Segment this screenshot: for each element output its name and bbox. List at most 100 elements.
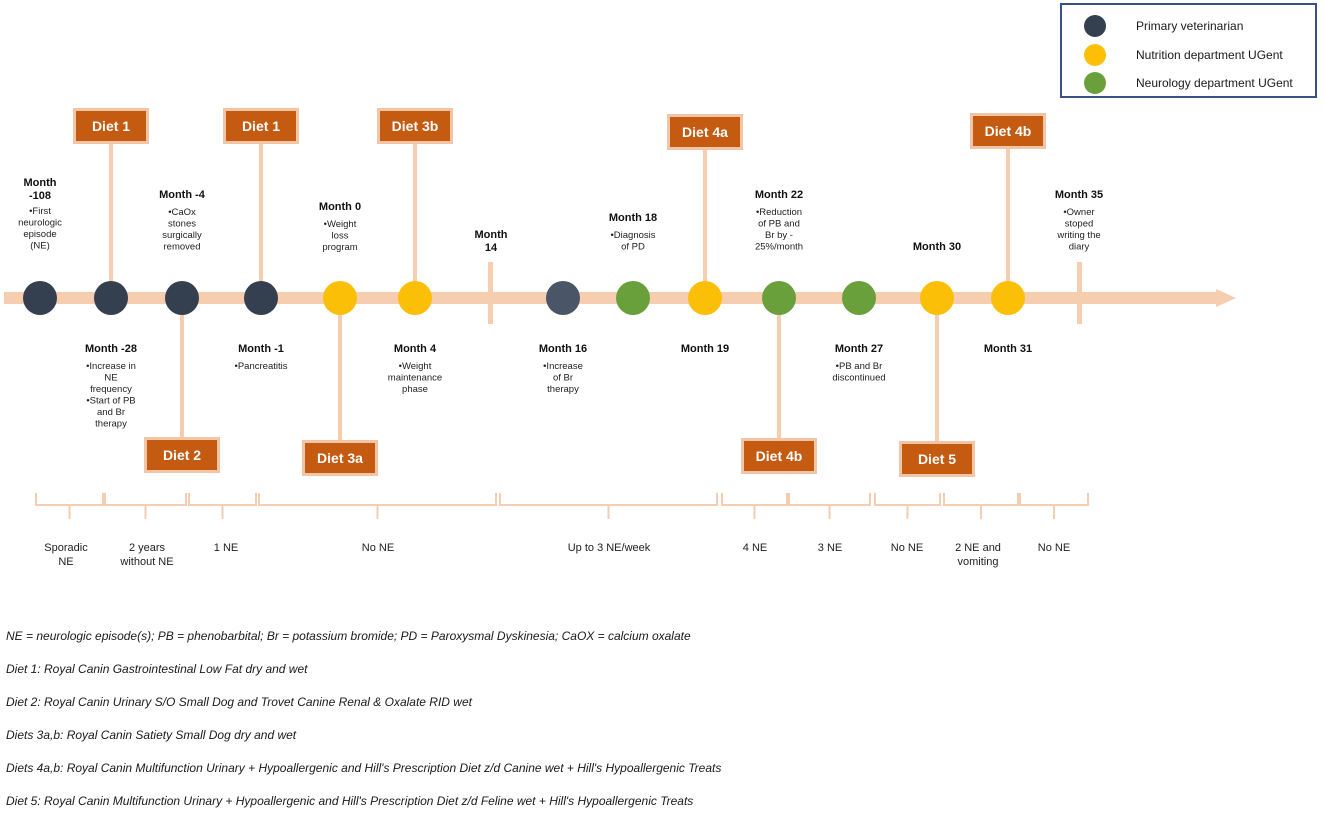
diet-label: Diet 4b: [985, 123, 1032, 139]
visit-dot-m-108: [23, 281, 57, 315]
diet-label: Diet 5: [918, 451, 956, 467]
event-month: Month 35: [1055, 189, 1103, 201]
event-note: •Start of PB: [86, 396, 135, 407]
period-label: 3 NE: [818, 542, 842, 554]
event-note: •Weight: [324, 219, 357, 230]
legend-label: Primary veterinarian: [1136, 19, 1244, 33]
footnote-abbreviations: NE = neurologic episode(s); PB = phenoba…: [6, 629, 691, 643]
legend-dot-neurology: [1084, 72, 1106, 94]
event-note: therapy: [95, 419, 127, 430]
event-month: Month -4: [159, 189, 206, 201]
period-brace: [1019, 493, 1089, 519]
event-month: Month 31: [984, 343, 1032, 355]
event-note: frequency: [90, 384, 132, 395]
event-month: Month 22: [755, 189, 803, 201]
period-label: without NE: [119, 556, 173, 568]
diet-box: [305, 443, 375, 473]
event-note: •Diagnosis: [610, 230, 655, 241]
diet-label: Diet 3b: [392, 118, 439, 134]
visit-dot-m22: [762, 281, 796, 315]
period-label: 2 years: [129, 542, 166, 554]
event-note: 25%/month: [755, 242, 803, 253]
diet-box: [902, 444, 972, 474]
event-month: Month 18: [609, 212, 657, 224]
legend-item-primary: Primary veterinarian: [1084, 14, 1243, 38]
event-month: Month 4: [394, 343, 437, 355]
period-brace: [499, 493, 718, 519]
footnote-diet-2: Diet 2: Royal Canin Urinary S/O Small Do…: [6, 695, 472, 709]
diet-connector: [777, 308, 781, 441]
diet-connector: [259, 141, 263, 288]
period-brace: [258, 493, 497, 519]
diet-connector: [338, 308, 342, 443]
visit-dot-m-4: [165, 281, 199, 315]
event-note: and Br: [97, 407, 125, 418]
diet-label: Diet 1: [92, 118, 130, 134]
event-note: writing the: [1056, 230, 1100, 241]
visit-dot-m4: [398, 281, 432, 315]
period-label: Up to 3 NE/week: [568, 542, 651, 554]
event-note: program: [322, 242, 357, 253]
tick-month-35: [1077, 262, 1082, 324]
diet-label: Diet 3a: [317, 450, 363, 466]
period-brace: [874, 493, 941, 519]
diet-box: [670, 117, 740, 147]
event-note: neurologic: [18, 218, 62, 229]
visit-dot-m0: [323, 281, 357, 315]
diet-box: [226, 111, 296, 141]
legend-label: Neurology department UGent: [1136, 76, 1293, 90]
diet-box: [973, 116, 1043, 146]
diet-label: Diet 2: [163, 447, 201, 463]
event-month: Month -1: [238, 343, 284, 355]
diet-label: Diet 1: [242, 118, 280, 134]
tick-month-14: [488, 262, 493, 324]
period-label: 1 NE: [214, 542, 238, 554]
event-note: •Increase in: [86, 361, 136, 372]
event-note: •First: [29, 206, 51, 217]
event-note: diary: [1069, 242, 1090, 253]
event-month: Month -28: [85, 343, 137, 355]
event-note: episode: [23, 229, 56, 240]
event-note: •Weight: [399, 361, 432, 372]
diet-connector: [1006, 146, 1010, 288]
event-note: therapy: [547, 384, 579, 395]
event-note: stones: [168, 219, 196, 230]
event-note: •Owner: [1063, 207, 1094, 218]
diet-connector: [180, 308, 184, 440]
timeline-axis: [4, 262, 1236, 324]
event-note: of PD: [621, 242, 645, 253]
diet-connector: [935, 308, 939, 444]
event-note: •Reduction: [756, 207, 802, 218]
period-label: NE: [58, 556, 73, 568]
visit-dot-m27: [842, 281, 876, 315]
visit-dot-m-1: [244, 281, 278, 315]
visit-dot-m31: [991, 281, 1025, 315]
event-month: Month 16: [539, 343, 587, 355]
event-month: Month 19: [681, 343, 729, 355]
event-note: phase: [402, 384, 428, 395]
period-label: 4 NE: [743, 542, 767, 554]
legend-dot-primary: [1084, 15, 1106, 37]
axis-arrow-head: [1216, 289, 1236, 307]
event-note: •PB and Br: [836, 361, 883, 372]
footnote-diet-1: Diet 1: Royal Canin Gastrointestinal Low…: [6, 662, 308, 676]
legend-label: Nutrition department UGent: [1136, 48, 1283, 62]
diet-connector: [703, 147, 707, 288]
event-labels: Month-108•Firstneurologicepisode(NE)Mont…: [18, 177, 1103, 430]
legend-item-nutrition: Nutrition department UGent: [1084, 43, 1283, 67]
visit-dot-m16: [546, 281, 580, 315]
event-note: (NE): [30, 241, 50, 252]
period-label: No NE: [891, 542, 923, 554]
event-note: •Pancreatitis: [235, 361, 288, 372]
event-month: -108: [29, 190, 51, 202]
footnotes: NE = neurologic episode(s); PB = phenoba…: [6, 626, 1306, 824]
diet-connector: [413, 141, 417, 288]
event-note: loss: [332, 231, 349, 242]
period-brace: [721, 493, 788, 519]
period-brace: [188, 493, 257, 519]
period-label: 2 NE and: [955, 542, 1001, 554]
event-note: maintenance: [388, 373, 442, 384]
diet-box: [744, 441, 814, 471]
legend: Primary veterinarian Nutrition departmen…: [1060, 3, 1317, 98]
